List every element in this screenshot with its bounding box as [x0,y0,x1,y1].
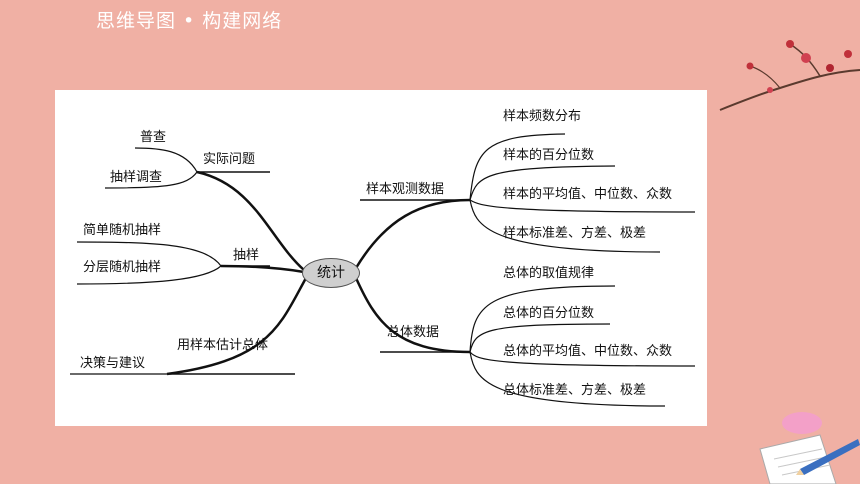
center-node: 统计 [302,258,360,288]
leaf-sample-percentile: 样本的百分位数 [503,148,595,163]
leaf-simple-random-sampling: 简单随机抽样 [83,223,162,238]
leaf-sample-std-var-range: 样本标准差、方差、极差 [503,226,647,241]
branch-practical-label: 实际问题 [203,152,256,167]
mind-map-connectors [70,133,696,407]
branch-sample-data-label: 样本观测数据 [366,182,445,197]
leaf-sample-mean-median-mode: 样本的平均值、中位数、众数 [503,187,673,202]
paper-pencil-decoration [759,412,860,484]
leaf-decision-suggestion: 决策与建议 [80,356,146,371]
branch-sampling-label: 抽样 [233,248,260,263]
leaf-population-distribution: 总体的取值规律 [503,266,595,281]
leaf-sample-survey: 抽样调查 [110,170,163,185]
branch-estimate-label: 用样本估计总体 [177,338,269,353]
leaf-sample-frequency: 样本频数分布 [503,109,582,124]
page-title: 思维导图 • 构建网络 [96,10,283,32]
leaf-stratified-random-sampling: 分层随机抽样 [83,260,162,275]
leaf-population-percentile: 总体的百分位数 [503,306,595,321]
plum-branch-decoration [719,40,860,111]
leaf-population-mean-median-mode: 总体的平均值、中位数、众数 [503,344,673,359]
branch-population-data-label: 总体数据 [387,325,440,340]
mind-map-panel: 统计 实际问题 普查 抽样调查 抽样 简单随机抽样 分层随机抽样 用样本估计总体… [55,90,707,426]
leaf-population-std-var-range: 总体标准差、方差、极差 [503,383,647,398]
leaf-census: 普查 [140,130,167,145]
